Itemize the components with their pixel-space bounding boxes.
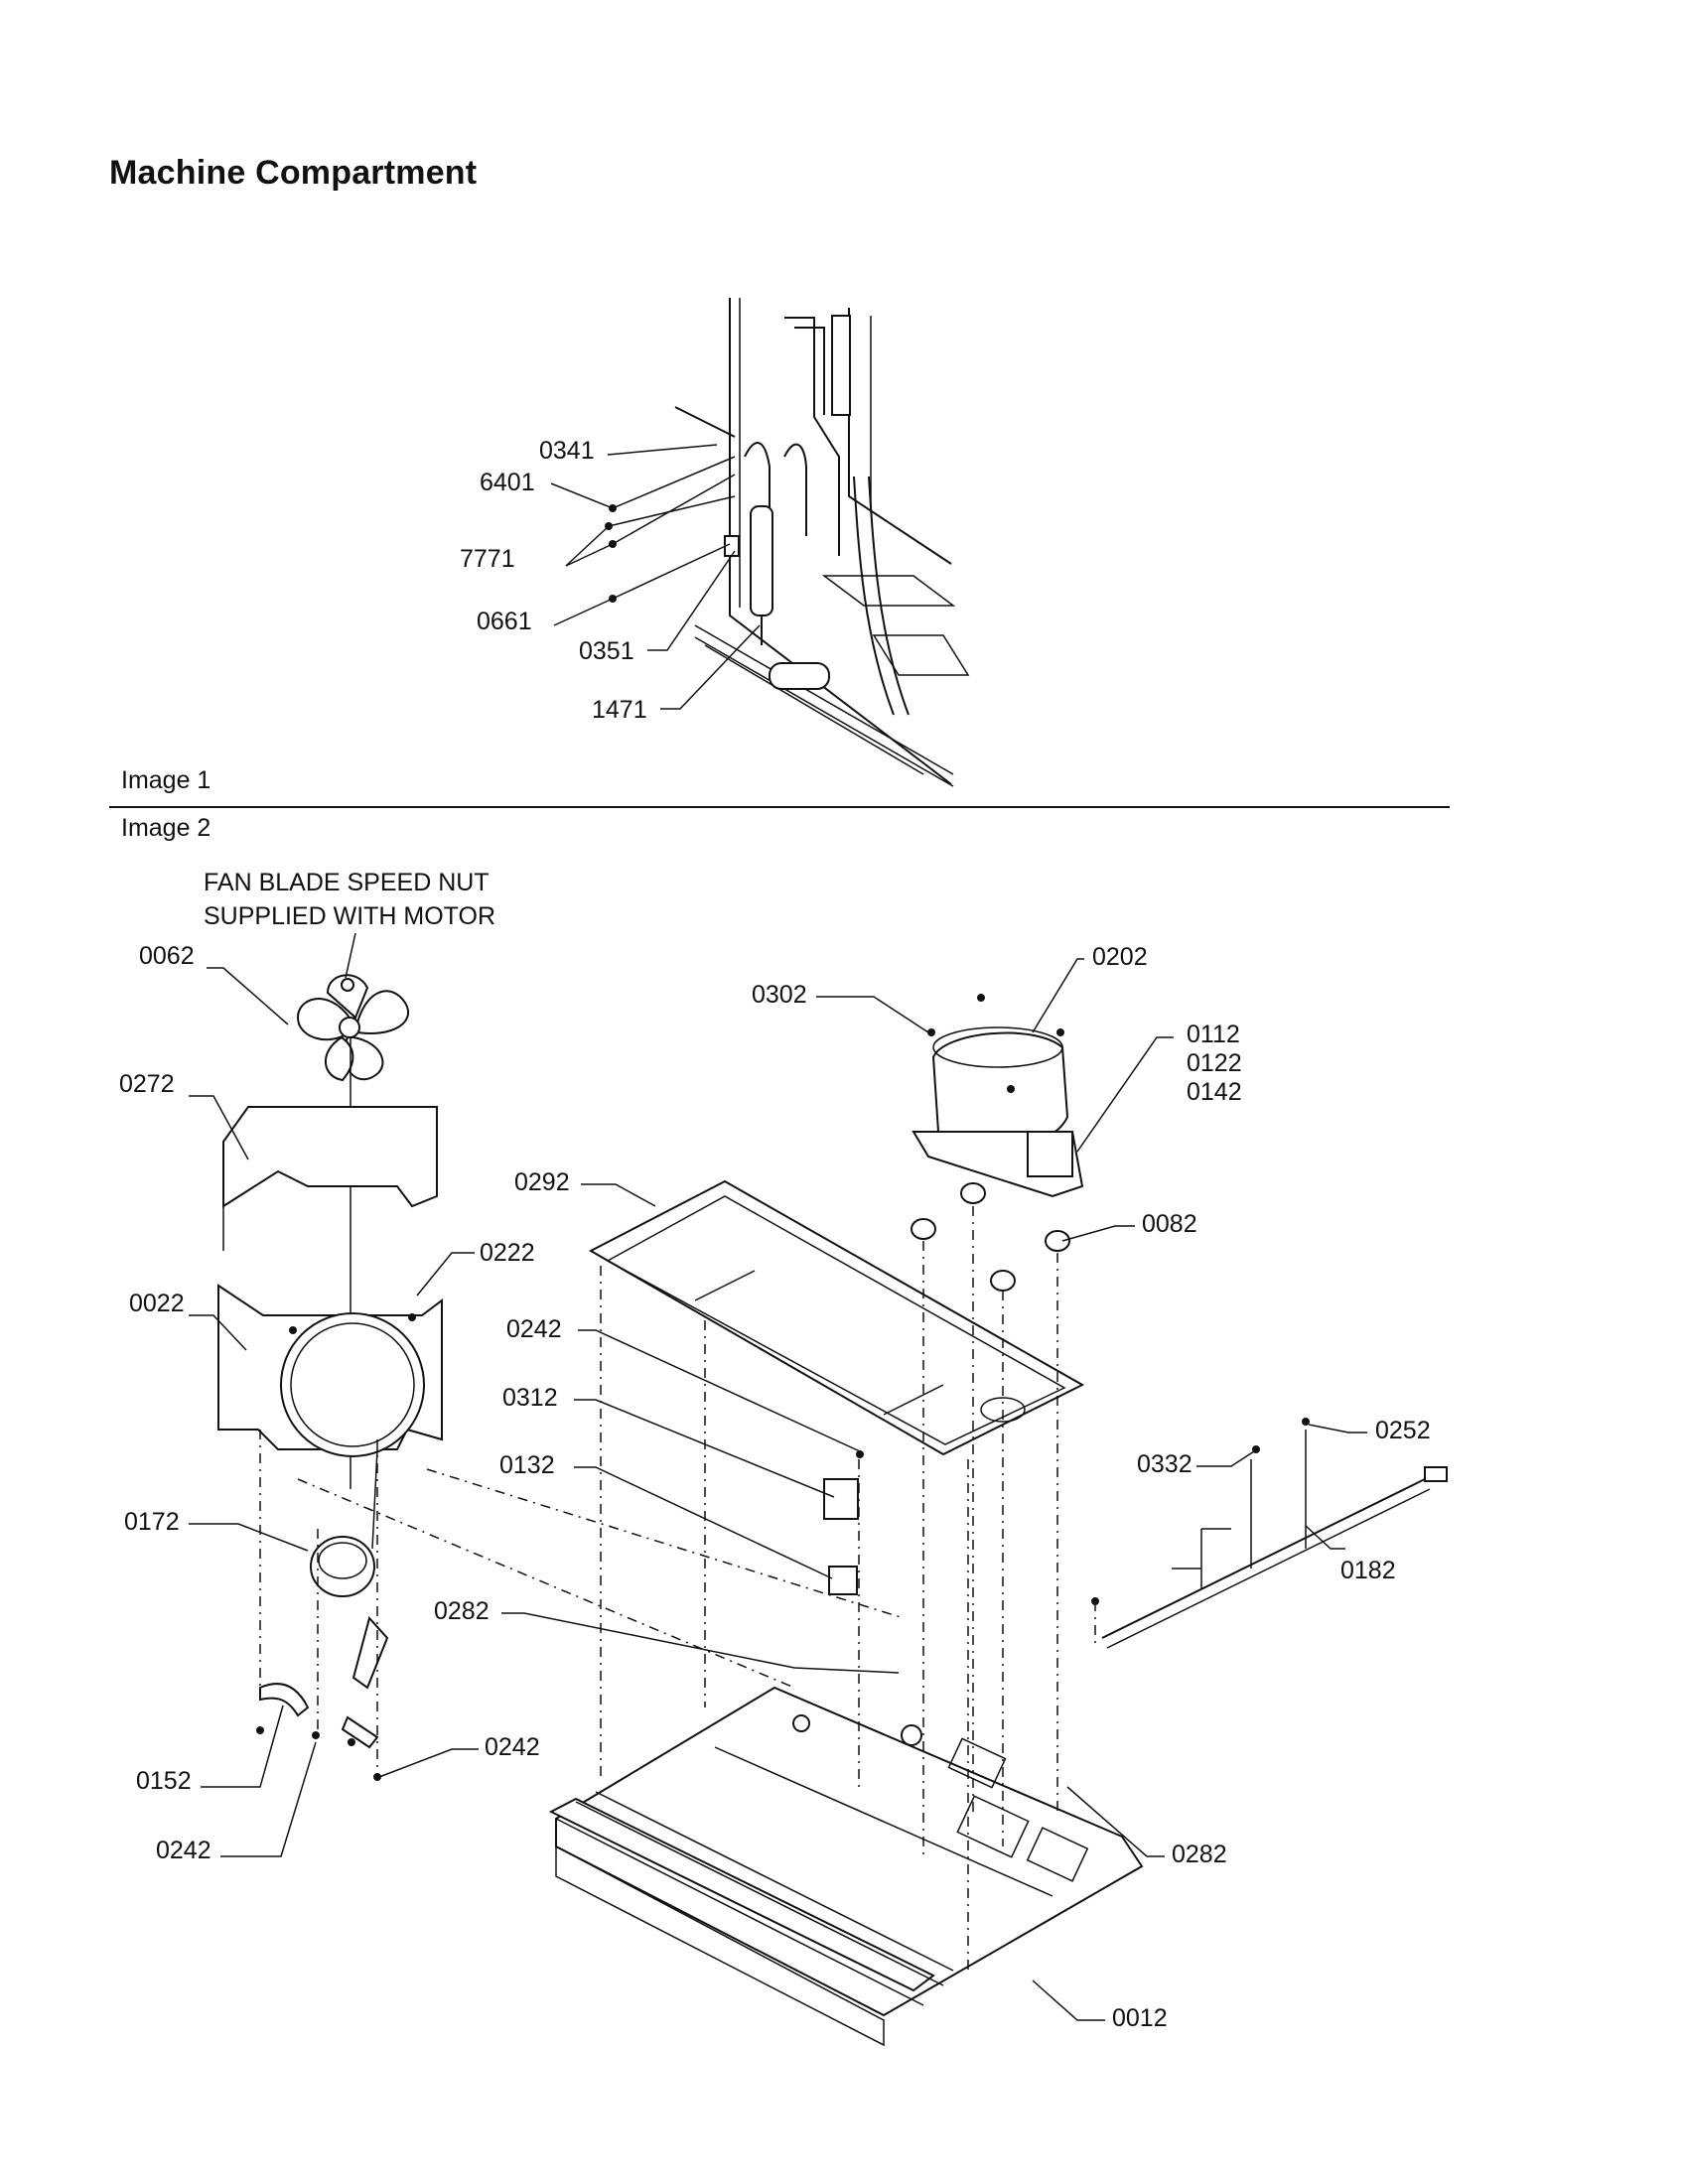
- cabinet-back-wall: [729, 298, 952, 785]
- motor-bracket-right: [351, 1615, 389, 1690]
- callout-0122: 0122: [1187, 1049, 1242, 1077]
- callout-0312: 0312: [502, 1384, 558, 1412]
- callout-0172: 0172: [124, 1508, 180, 1536]
- callout-0022: 0022: [129, 1290, 185, 1317]
- harness-connector: [1424, 1466, 1448, 1482]
- filter-drier: [750, 505, 773, 616]
- callout-0142: 0142: [1187, 1078, 1242, 1106]
- condenser-coil: [548, 1797, 935, 1992]
- motor-bracket-left: [259, 1683, 310, 1717]
- note-line-2: SUPPLIED WITH MOTOR: [204, 902, 496, 930]
- tray-lower: [872, 634, 970, 676]
- callout-0242-c: 0242: [506, 1315, 562, 1343]
- speed-nut: [341, 978, 354, 992]
- pan-cutout-1: [956, 1795, 1030, 1858]
- terminal-box: [1027, 1131, 1073, 1177]
- callout-0012: 0012: [1112, 2004, 1168, 2032]
- tube-long: [853, 476, 895, 716]
- callout-0272: 0272: [119, 1070, 175, 1098]
- callout-0242-b: 0242: [485, 1733, 540, 1761]
- cabinet-side-wall: [848, 308, 952, 565]
- overload-0132: [828, 1566, 858, 1595]
- image2-callouts: 0062 0272 0022 0222 0172 0152 0242 0242 …: [119, 942, 1431, 2032]
- image1-drawing: [550, 298, 970, 787]
- callout-0282-b: 0282: [1172, 1841, 1227, 1868]
- callout-0062: 0062: [139, 942, 195, 970]
- section-divider: [109, 806, 1450, 808]
- relay-0312: [823, 1478, 859, 1520]
- callout-0351: 0351: [579, 637, 634, 665]
- fan-shroud-cover: [222, 1106, 438, 1208]
- callout-0182: 0182: [1340, 1557, 1396, 1584]
- drain-fitting: [792, 1714, 810, 1732]
- callout-0202: 0202: [1092, 943, 1148, 971]
- callout-0082: 0082: [1142, 1210, 1197, 1238]
- callout-0112: 0112: [1187, 1021, 1240, 1048]
- capacitor: [769, 662, 830, 690]
- tray-upper: [821, 575, 956, 607]
- wire-harness-strip: [831, 315, 851, 416]
- fan-ring: [280, 1312, 425, 1457]
- callout-0222: 0222: [480, 1239, 535, 1267]
- callout-0242-a: 0242: [156, 1837, 211, 1864]
- grommet-2: [960, 1182, 986, 1204]
- tube-vertical: [784, 317, 840, 556]
- callout-0341: 0341: [539, 437, 595, 465]
- callout-0302: 0302: [752, 981, 807, 1009]
- note-line-1: FAN BLADE SPEED NUT: [204, 869, 490, 896]
- grommet-1: [911, 1218, 936, 1240]
- image2-leaders: [189, 958, 1367, 2021]
- callout-7771: 7771: [460, 545, 515, 573]
- fan-blade: [296, 974, 409, 1082]
- fan-nut-note: FAN BLADE SPEED NUT SUPPLIED WITH MOTOR: [204, 866, 495, 933]
- image2-drawing: [217, 932, 1448, 2047]
- callout-0152: 0152: [136, 1767, 192, 1795]
- tube-left: [744, 442, 771, 556]
- base-pan: [548, 1686, 1144, 2047]
- condensate-cover: [588, 1179, 1085, 1456]
- callout-0132: 0132: [499, 1451, 555, 1479]
- grommet-4: [1045, 1230, 1070, 1252]
- callout-0282-a: 0282: [434, 1597, 490, 1625]
- pan-cutout-2: [1026, 1827, 1089, 1882]
- fan-motor: [310, 1448, 378, 1597]
- callout-6401: 6401: [480, 469, 535, 496]
- callout-0252: 0252: [1375, 1417, 1431, 1444]
- callout-0661: 0661: [477, 608, 532, 635]
- page-title: Machine Compartment: [109, 154, 478, 192]
- image1-label: Image 1: [121, 766, 211, 794]
- grommet-3: [990, 1270, 1016, 1292]
- image2-label: Image 2: [121, 814, 211, 842]
- compressor: [912, 1026, 1084, 1198]
- callout-0332: 0332: [1137, 1450, 1193, 1478]
- callout-0292: 0292: [514, 1168, 570, 1196]
- wire-harness: [1101, 1430, 1448, 1649]
- image1-callouts: 0341 6401 7771 0661 0351 1471: [460, 437, 647, 724]
- callout-1471: 1471: [592, 696, 647, 724]
